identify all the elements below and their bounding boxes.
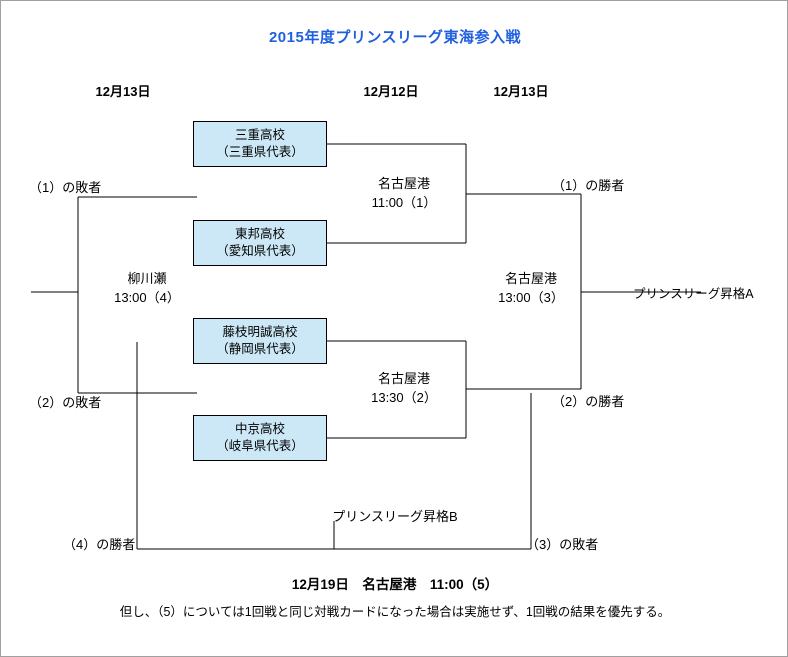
match-venue: 柳川瀬 [127, 271, 167, 286]
match-time: 11:00（1） [371, 194, 437, 210]
match-label-2: 名古屋港 13:30（2） [339, 370, 469, 408]
match-venue: 名古屋港 [377, 371, 430, 386]
page-title: 2015年度プリンスリーグ東海参入戦 [268, 29, 522, 46]
team-name: 東邦高校 [234, 226, 285, 241]
team-sub: （静岡県代表） [216, 342, 304, 356]
match-time: 13:00（3） [498, 289, 564, 305]
team-box-chukyo[interactable]: 中京高校 （岐阜県代表） [193, 415, 327, 461]
label-winner-of-1: （1）の勝者 [552, 178, 625, 193]
label-loser-of-2: （2）の敗者 [29, 395, 102, 410]
match-label-1: 名古屋港 11:00（1） [339, 175, 469, 213]
team-name: 三重高校 [234, 127, 285, 142]
promotion-label-a: プリンスリーグ昇格A [633, 287, 754, 301]
label-winner-of-4: （4）の勝者 [63, 537, 136, 552]
promotion-label-b: プリンスリーグ昇格B [332, 509, 458, 524]
team-sub: （愛知県代表） [216, 244, 304, 258]
team-sub: （三重県代表） [216, 145, 304, 159]
team-box-toho[interactable]: 東邦高校 （愛知県代表） [193, 220, 327, 266]
date-header-middle: 12月12日 [363, 84, 419, 99]
match-time: 13:00（4） [114, 289, 180, 305]
team-name: 藤枝明誠高校 [222, 324, 298, 339]
team-box-fujieda-meisei[interactable]: 藤枝明誠高校 （静岡県代表） [193, 318, 327, 364]
match-venue: 名古屋港 [377, 176, 430, 191]
label-loser-of-3: （3）の敗者 [526, 537, 599, 552]
date-header-right: 12月13日 [493, 84, 549, 99]
match-time: 13:30（2） [371, 389, 437, 405]
team-sub: （岐阜県代表） [216, 439, 304, 453]
team-name: 中京高校 [234, 421, 285, 436]
label-winner-of-2: （2）の勝者 [552, 394, 625, 409]
match-venue: 名古屋港 [504, 271, 557, 286]
footer-note: 但し、（5）については1回戦と同じ対戦カードになった場合は実施せず、1回戦の結果… [119, 605, 671, 619]
label-loser-of-1: （1）の敗者 [29, 180, 102, 195]
date-header-left: 12月13日 [95, 84, 151, 99]
match-label-3-final: 名古屋港 13:00（3） [466, 270, 596, 308]
match-label-4-yanagawase: 柳川瀬 13:00（4） [82, 270, 212, 308]
footer-match-5: 12月19日 名古屋港 11:00（5） [291, 577, 499, 592]
team-box-mie[interactable]: 三重高校 （三重県代表） [193, 121, 327, 167]
